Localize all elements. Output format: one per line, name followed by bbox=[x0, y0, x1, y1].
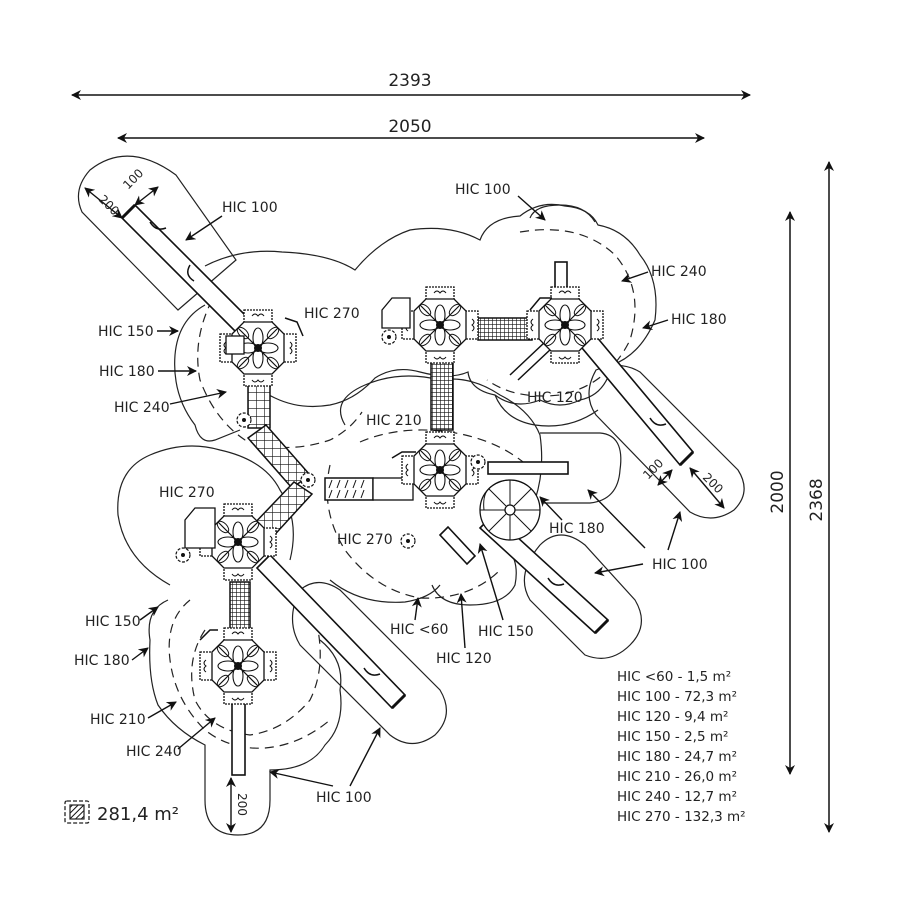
zone-center-outer bbox=[340, 375, 543, 501]
zone-bottomleft-dashed-1 bbox=[168, 599, 331, 749]
roof-topleft bbox=[284, 317, 304, 337]
legend-item: HIC <60 - 1,5 m² bbox=[617, 669, 731, 685]
slide-bottom bbox=[255, 553, 407, 710]
total-area: 281,4 m² bbox=[64, 800, 179, 825]
slide-center-horizontal bbox=[487, 461, 569, 475]
legend-item: HIC 210 - 26,0 m² bbox=[617, 769, 737, 785]
dimension-inner-width: 2050 bbox=[117, 117, 705, 143]
hic-labels: HIC 100 HIC 270 HIC 150 HIC 180 HIC 240 … bbox=[74, 182, 727, 806]
hatched-area-icon bbox=[64, 800, 90, 824]
total-area-value: 281,4 m² bbox=[97, 804, 179, 825]
label-hic210-center: HIC 210 bbox=[366, 413, 422, 429]
legend-item: HIC 180 - 24,7 m² bbox=[617, 749, 737, 765]
dimension-overall-width: 2393 bbox=[71, 71, 751, 100]
roof-topright bbox=[529, 297, 552, 311]
label-hic180-bl: HIC 180 bbox=[74, 653, 130, 669]
gear-center bbox=[400, 533, 416, 549]
roof-left bbox=[184, 507, 216, 549]
zone-hic100-top-bubble bbox=[529, 204, 596, 223]
label-hic60: HIC <60 bbox=[390, 622, 448, 638]
label-hic270-top: HIC 270 bbox=[304, 306, 360, 322]
slide-topleft bbox=[120, 203, 256, 339]
gear-topleft bbox=[236, 412, 252, 428]
dimension-inner-height: 2000 bbox=[768, 211, 795, 775]
legend-item: HIC 270 - 132,3 m² bbox=[617, 809, 746, 825]
label-hic270-center: HIC 270 bbox=[337, 532, 393, 548]
label-hic100-top: HIC 100 bbox=[455, 182, 511, 198]
dimension-label: 2393 bbox=[388, 71, 431, 91]
slide-right bbox=[570, 321, 695, 467]
ladder-horizontal bbox=[324, 477, 414, 501]
tower-bottom bbox=[199, 627, 277, 705]
roof-bottom bbox=[199, 629, 218, 641]
label-hic240-right: HIC 240 bbox=[651, 264, 707, 280]
dim-200-right: 200 bbox=[700, 470, 726, 496]
zone-bottomleft-outer bbox=[148, 599, 342, 836]
chute-center bbox=[438, 525, 477, 566]
dimension-label: 2000 bbox=[768, 470, 788, 513]
slide-vertical-bottom bbox=[231, 699, 246, 776]
dim-100-right: 100 bbox=[640, 456, 666, 482]
dimension-overall-height: 2368 bbox=[807, 161, 834, 833]
equipment bbox=[120, 203, 695, 776]
label-hic180-center: HIC 180 bbox=[549, 521, 605, 537]
legend-item: HIC 120 - 9,4 m² bbox=[617, 709, 728, 725]
label-hic100-bottom: HIC 100 bbox=[316, 790, 372, 806]
label-hic100-right: HIC 100 bbox=[652, 557, 708, 573]
zone-center-dashed bbox=[326, 464, 501, 599]
label-hic270-left: HIC 270 bbox=[159, 485, 215, 501]
label-hic150-bl: HIC 150 bbox=[85, 614, 141, 630]
roof-center bbox=[391, 451, 416, 459]
zone-slide-right bbox=[588, 364, 745, 519]
dimension-label: 2050 bbox=[388, 117, 431, 137]
dim-100-topleft: 100 bbox=[120, 166, 146, 192]
dim-200-bottom: 200 bbox=[235, 793, 249, 816]
bridge-left-vertical bbox=[229, 581, 251, 635]
label-hic150-left: HIC 150 bbox=[98, 324, 154, 340]
zone-slide-lowerright bbox=[523, 534, 642, 659]
zone-hic60 bbox=[329, 579, 441, 603]
gear-top bbox=[381, 329, 397, 345]
label-hic120-bottom: HIC 120 bbox=[436, 651, 492, 667]
gear-left bbox=[175, 547, 191, 563]
zone-left-dashed bbox=[197, 299, 363, 449]
roof-top-center bbox=[381, 297, 411, 329]
label-hic210-bl: HIC 210 bbox=[90, 712, 146, 728]
dimension-label: 2368 bbox=[807, 478, 827, 521]
zone-slide-horizontal bbox=[540, 432, 622, 504]
bridge-center-vertical bbox=[430, 361, 454, 431]
zone-left-outer bbox=[174, 304, 241, 442]
label-hic150-bottom: HIC 150 bbox=[478, 624, 534, 640]
tower-topleft-panel bbox=[225, 335, 245, 355]
label-hic100-topleft: HIC 100 bbox=[222, 200, 278, 216]
zone-topright-dashed bbox=[486, 229, 636, 397]
legend-item: HIC 100 - 72,3 m² bbox=[617, 689, 737, 705]
zone-slide-topleft bbox=[77, 155, 237, 311]
zone-hic270-top bbox=[204, 203, 657, 408]
legend-item: HIC 240 - 12,7 m² bbox=[617, 789, 737, 805]
zone-slide-bottom bbox=[291, 581, 447, 745]
area-legend: HIC <60 - 1,5 m² HIC 100 - 72,3 m² HIC 1… bbox=[617, 669, 746, 825]
gear-center-right bbox=[470, 454, 486, 470]
label-hic240-bl: HIC 240 bbox=[126, 744, 182, 760]
label-hic180-left: HIC 180 bbox=[99, 364, 155, 380]
label-hic180-right: HIC 180 bbox=[671, 312, 727, 328]
label-hic240-left: HIC 240 bbox=[114, 400, 170, 416]
tower-top-center bbox=[401, 286, 479, 364]
zone-hic120-bottom bbox=[431, 544, 517, 606]
ladder-topright bbox=[509, 341, 553, 381]
bridge-top bbox=[477, 317, 533, 341]
gear-junction bbox=[300, 472, 316, 488]
label-hic120-mid: HIC 120 bbox=[527, 390, 583, 406]
spiral-slide bbox=[479, 479, 541, 541]
legend-item: HIC 150 - 2,5 m² bbox=[617, 729, 728, 745]
zone-bottomleft-dashed-2 bbox=[191, 629, 321, 736]
